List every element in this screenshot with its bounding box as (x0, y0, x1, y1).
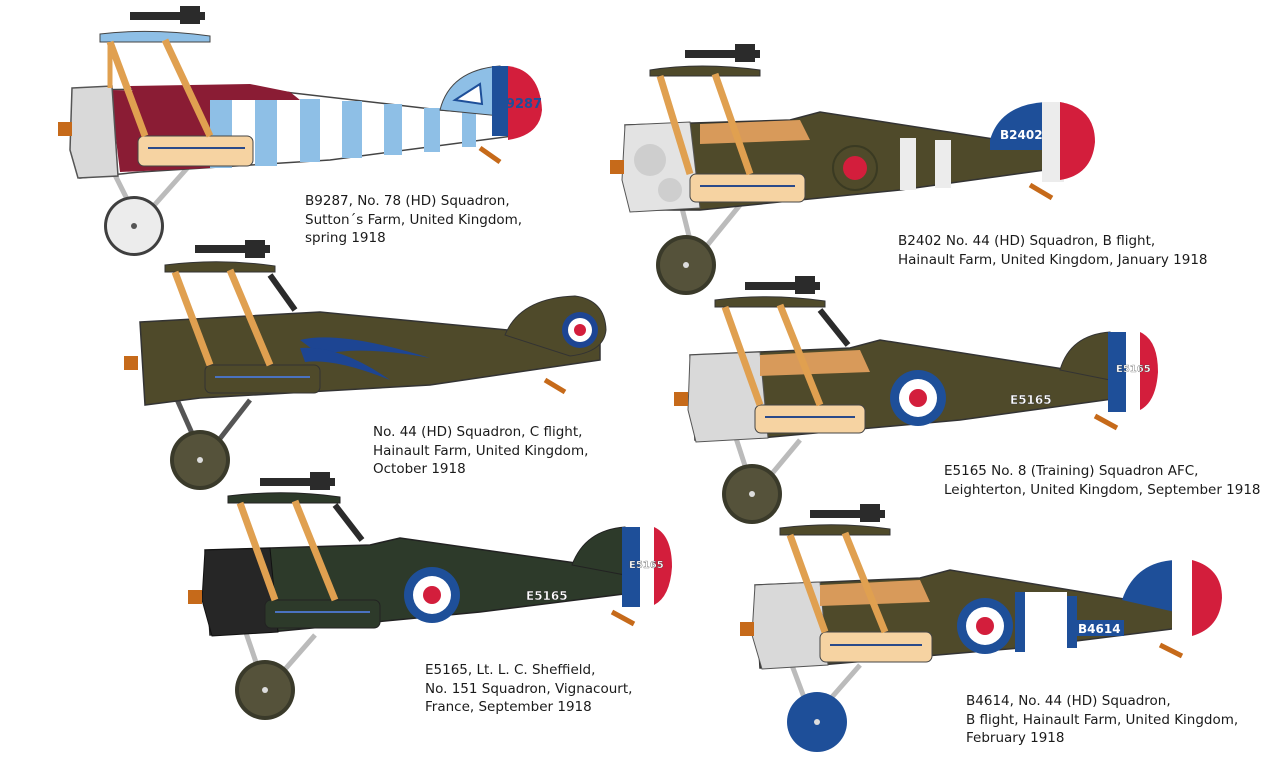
aircraft-profile-e5165-afc: E5165 E5165 (674, 276, 1158, 524)
aircraft-profile-44sqn-cflight (124, 240, 607, 490)
caption-line: B9287, No. 78 (HD) Squadron, (305, 193, 510, 209)
tail-serial: B2402 (1000, 128, 1043, 142)
fuselage-serial: E5165 (1010, 393, 1052, 407)
aircraft-profile-b9287: B9287 (58, 6, 542, 256)
caption-e5165-afc: E5165 No. 8 (Training) Squadron AFC, Lei… (944, 462, 1261, 499)
caption-line: E5165, Lt. L. C. Sheffield, (425, 662, 596, 678)
caption-line: Hainault Farm, United Kingdom, January 1… (898, 251, 1208, 268)
caption-line: B2402 No. 44 (HD) Squadron, B flight, (898, 233, 1156, 249)
caption-line: B4614, No. 44 (HD) Squadron, (966, 693, 1171, 709)
landing-wheel (170, 430, 230, 490)
tail-serial: B9287 (496, 97, 542, 112)
landing-wheel (235, 660, 295, 720)
caption-line: No. 151 Squadron, Vignacourt, (425, 680, 633, 697)
caption-line: B flight, Hainault Farm, United Kingdom, (966, 711, 1239, 728)
caption-line: No. 44 (HD) Squadron, C flight, (373, 424, 583, 440)
fuselage-serial: B4614 (1078, 622, 1121, 636)
caption-b4614: B4614, No. 44 (HD) Squadron, B flight, H… (966, 692, 1238, 748)
landing-wheel (656, 235, 716, 295)
fuselage-serial: E5165 (526, 589, 568, 603)
caption-line: February 1918 (966, 730, 1065, 746)
caption-e5165-151sqn: E5165, Lt. L. C. Sheffield, No. 151 Squa… (425, 661, 632, 717)
caption-44sqn-cflight: No. 44 (HD) Squadron, C flight, Hainault… (373, 423, 588, 479)
caption-line: spring 1918 (305, 230, 386, 246)
aircraft-profile-b4614: B4614 (740, 504, 1222, 752)
caption-b9287: B9287, No. 78 (HD) Squadron, Sutton´s Fa… (305, 192, 522, 248)
caption-b2402: B2402 No. 44 (HD) Squadron, B flight, Ha… (898, 232, 1208, 269)
aircraft-profile-b2402: B2402 (610, 44, 1095, 295)
caption-line: October 1918 (373, 461, 466, 477)
caption-line: Hainault Farm, United Kingdom, (373, 442, 589, 459)
tail-serial: E5165 (629, 560, 664, 571)
caption-line: Leighterton, United Kingdom, September 1… (944, 481, 1261, 498)
caption-line: France, September 1918 (425, 699, 592, 715)
landing-wheel (104, 196, 164, 256)
caption-line: Sutton´s Farm, United Kingdom, (305, 211, 523, 228)
caption-line: E5165 No. 8 (Training) Squadron AFC, (944, 463, 1199, 479)
aircraft-profile-e5165-151sqn: E5165 E5165 (188, 472, 672, 720)
tail-serial: E5165 (1116, 364, 1151, 375)
landing-wheel (722, 464, 782, 524)
